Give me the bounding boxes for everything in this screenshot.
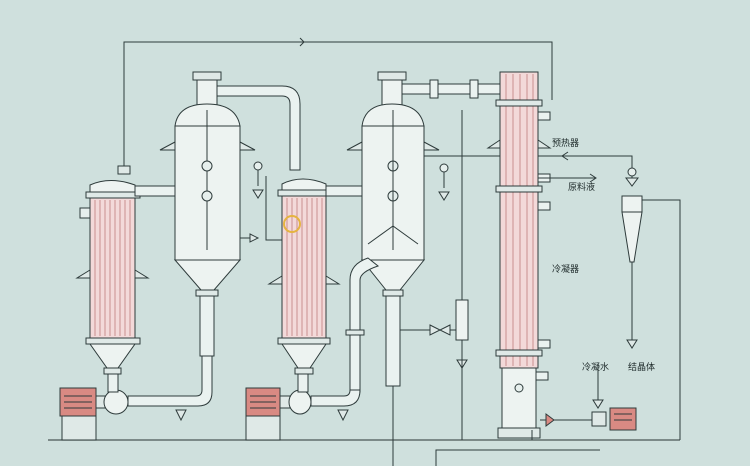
pump-2 — [245, 373, 312, 441]
instrument-group-1 — [240, 161, 264, 243]
instrument-group-2 — [400, 110, 552, 440]
top-return-line — [123, 37, 553, 170]
pump-1 — [59, 373, 129, 441]
label-raw-liquid: 原料液 — [568, 181, 595, 193]
heater-2-tubes — [286, 198, 323, 336]
drain-line — [435, 449, 600, 466]
valve-1 — [175, 409, 187, 422]
label-cooling-water: 冷凝水 — [582, 361, 609, 373]
feed-lines — [538, 151, 639, 187]
heater-1 — [75, 165, 176, 375]
heater-2 — [265, 176, 363, 375]
valve-2 — [337, 409, 349, 422]
bottom-pipe-1 — [127, 355, 213, 407]
condenser-tubes — [505, 74, 534, 366]
bottom-pipe-2 — [310, 389, 361, 407]
separator-1 — [159, 71, 301, 357]
label-crystal: 结晶体 — [628, 361, 655, 373]
condenser-column — [486, 71, 552, 439]
cooling-water-system — [531, 364, 637, 440]
label-condenser: 冷凝器 — [552, 263, 579, 275]
heater-1-tubes — [94, 200, 131, 336]
recirculation-pipe-2 — [345, 257, 380, 393]
separator-2 — [346, 71, 503, 387]
label-preheater: 预热器 — [552, 137, 579, 149]
crystal-separator — [621, 195, 681, 440]
